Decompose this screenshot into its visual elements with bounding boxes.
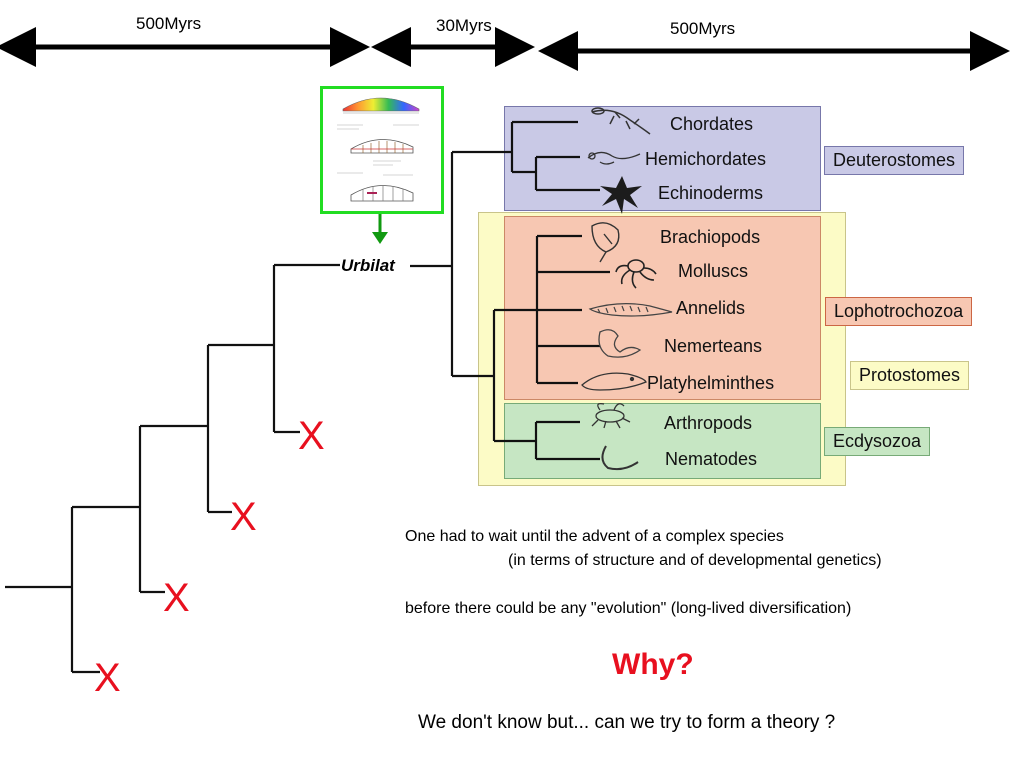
timescale-label-3: 500Myrs [670, 19, 736, 38]
taxon-platyhelminthes: Platyhelminthes [647, 373, 775, 393]
timescale-label-2: 30Myrs [436, 16, 492, 35]
nematode-icon [601, 445, 639, 471]
note-line-3: before there could be any "evolution" (l… [405, 600, 852, 617]
taxon-chordates: Chordates [670, 114, 754, 134]
worm-icon [588, 303, 673, 317]
lophotrochozoa-box [504, 216, 821, 400]
lizard-icon [591, 107, 651, 135]
developmental-diagram-icon [337, 97, 420, 202]
note-line-1: One had to wait until the advent of a co… [405, 528, 784, 545]
starfish-icon [600, 176, 642, 214]
group-label-lophotrochozoa: Lophotrochozoa [825, 297, 973, 326]
ecdysozoa-box [504, 403, 821, 479]
extinct-mark: X [230, 495, 257, 539]
group-label-protostomes: Protostomes [850, 361, 970, 390]
closing-question: We don't know but... can we try to form … [418, 712, 836, 733]
group-label-ecdysozoa: Ecdysozoa [824, 427, 931, 456]
timescale-arrows [0, 27, 1010, 71]
timescale-label-1: 500Myrs [136, 14, 202, 33]
taxon-brachiopods: Brachiopods [660, 227, 761, 247]
taxon-nemerteans: Nemerteans [664, 336, 763, 356]
why-heading: Why? [612, 648, 694, 681]
urbilat-label: Urbilat [341, 256, 395, 275]
extinct-mark: X [94, 656, 121, 700]
deuterostomes-box [504, 106, 821, 211]
note-line-2: (in terms of structure and of developmen… [508, 552, 882, 569]
ribbon-worm-icon [598, 329, 642, 358]
acorn-worm-icon [587, 151, 641, 165]
fly-icon [591, 402, 631, 429]
inset-figure [320, 86, 444, 214]
extinct-mark: X [163, 576, 190, 620]
taxon-annelids: Annelids [676, 298, 746, 318]
taxon-hemichordates: Hemichordates [645, 149, 767, 169]
taxon-arthropods: Arthropods [664, 413, 753, 433]
taxon-nematodes: Nematodes [665, 449, 758, 469]
flatworm-icon [581, 372, 647, 391]
taxon-echinoderms: Echinoderms [658, 183, 764, 203]
taxon-molluscs: Molluscs [678, 261, 749, 281]
brachiopod-icon [591, 222, 620, 263]
group-label-deuterostomes: Deuterostomes [824, 146, 965, 175]
extinct-mark: X [298, 414, 325, 458]
octopus-icon [615, 259, 657, 289]
down-arrow-icon [372, 214, 388, 244]
